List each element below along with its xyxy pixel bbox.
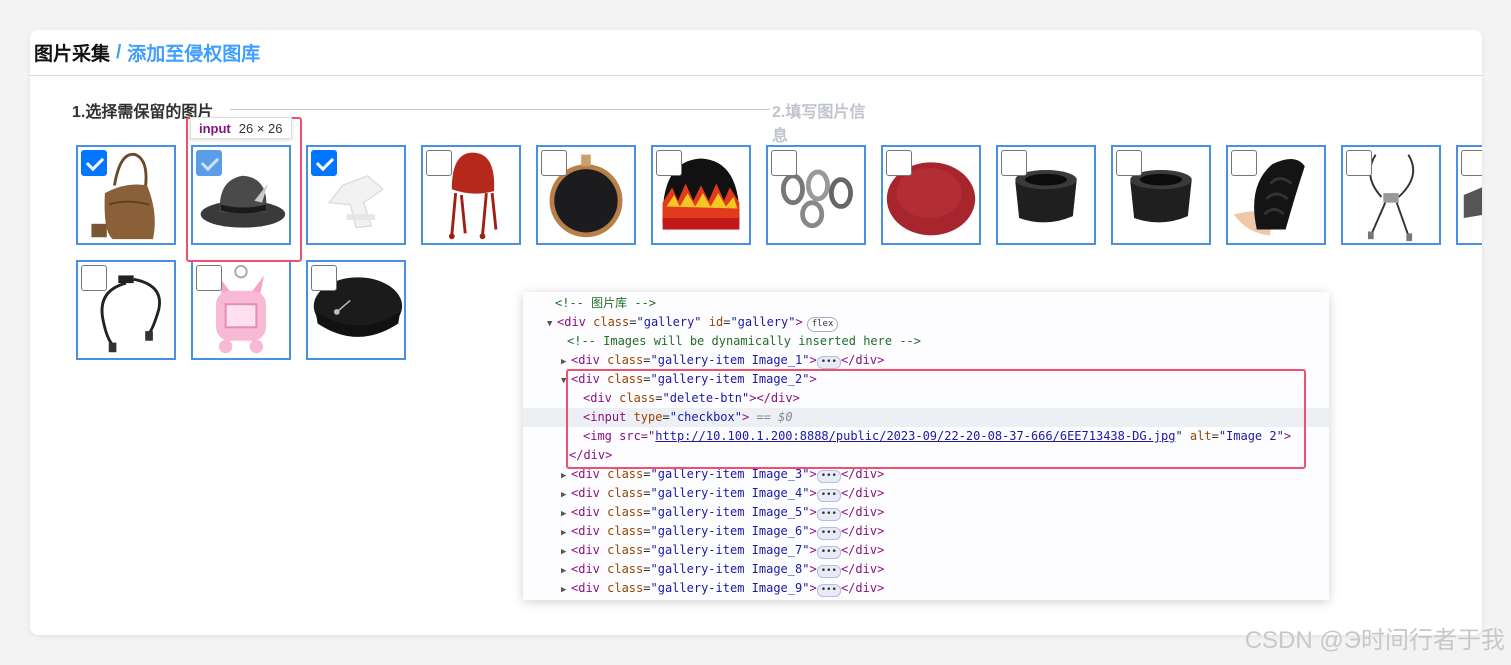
dom-tree-node[interactable]: ▼<div class="gallery" id="gallery">flex (523, 313, 1329, 332)
gallery-item[interactable] (766, 145, 866, 245)
bag-icon (78, 147, 174, 243)
flame-beanie-icon (653, 147, 749, 243)
step-1-label: 1.选择需保留的图片 (72, 104, 214, 121)
dom-tree-node[interactable]: </div> (569, 448, 613, 462)
collapsed-ellipsis-icon[interactable]: ••• (816, 356, 841, 369)
embroidery-hoop-icon (538, 147, 634, 243)
gallery-item[interactable] (1341, 145, 1441, 245)
expand-right-icon[interactable]: ▶ (561, 585, 567, 595)
flex-badge[interactable]: flex (806, 317, 839, 332)
breadcrumb-separator: / (116, 41, 122, 63)
gallery-item[interactable] (536, 145, 636, 245)
inspect-tooltip: input 26 × 26 (190, 117, 292, 139)
collapsed-ellipsis-icon[interactable]: ••• (816, 584, 841, 597)
item-checkbox[interactable] (771, 150, 797, 176)
rubber-sleeve-icon (998, 147, 1094, 243)
gallery-item[interactable] (881, 145, 981, 245)
step-indicator: 1.选择需保留的图片 2.填写图片信息 (72, 98, 872, 145)
dom-tree-node[interactable]: <input type="checkbox"> == $0 (523, 408, 1329, 427)
keychain-icon (193, 262, 289, 358)
white-stand-icon (308, 147, 404, 243)
item-checkbox[interactable] (81, 265, 107, 291)
expand-right-icon[interactable]: ▶ (561, 528, 567, 538)
item-checkbox[interactable] (1001, 150, 1027, 176)
gallery-item[interactable] (191, 145, 291, 245)
dom-tree-node[interactable]: ▶<div class="gallery-item Image_5">•••</… (523, 503, 1329, 522)
dom-tree-node[interactable]: <img src="http://10.100.1.200:8888/publi… (583, 429, 1292, 443)
knit-hat-icon (423, 147, 519, 243)
breadcrumb-root[interactable]: 图片采集 (34, 44, 111, 65)
breadcrumb-current: 添加至侵权图库 (127, 44, 261, 65)
item-checkbox[interactable] (311, 265, 337, 291)
step-2-label: 2.填写图片信息 (772, 104, 866, 145)
collapsed-ellipsis-icon[interactable]: ••• (816, 508, 841, 521)
dom-tree-node[interactable]: ▼<div class="gallery-item Image_2"> (523, 370, 1329, 389)
collapsed-ellipsis-icon[interactable]: ••• (816, 565, 841, 578)
dom-tree-node[interactable]: ▶<div class="gallery-item Image_3">•••</… (523, 465, 1329, 484)
item-checkbox[interactable] (1116, 150, 1142, 176)
item-checkbox[interactable] (311, 150, 337, 176)
item-checkbox[interactable] (426, 150, 452, 176)
expand-right-icon[interactable]: ▶ (561, 509, 567, 519)
gallery-item[interactable] (76, 260, 176, 360)
expand-right-icon[interactable]: ▶ (561, 490, 567, 500)
expand-right-icon[interactable]: ▶ (561, 547, 567, 557)
expand-right-icon[interactable]: ▶ (561, 566, 567, 576)
collapsed-ellipsis-icon[interactable]: ••• (816, 489, 841, 502)
item-checkbox[interactable] (1231, 150, 1257, 176)
tooltip-tag: input (199, 120, 231, 136)
watermark: CSDN @Э时间行者于我 (1244, 627, 1505, 654)
collapsed-ellipsis-icon[interactable]: ••• (816, 546, 841, 559)
partial-item-icon (1458, 147, 1482, 243)
tooltip-size: 26 × 26 (238, 120, 283, 136)
dom-tree-node[interactable]: ▶<div class="gallery-item Image_1">•••</… (523, 351, 1329, 370)
item-checkbox[interactable] (656, 150, 682, 176)
cable-icon (78, 262, 174, 358)
gallery-item[interactable] (306, 260, 406, 360)
item-checkbox[interactable] (886, 150, 912, 176)
collapsed-ellipsis-icon[interactable]: ••• (816, 470, 841, 483)
devtools-elements-panel: <!-- 图片库 --> ▼<div class="gallery" id="ga… (523, 292, 1329, 600)
rubber-sleeve-icon (1113, 147, 1209, 243)
dom-tree-node[interactable]: ▶<div class="gallery-item Image_9">•••</… (523, 579, 1329, 598)
gallery-item[interactable] (421, 145, 521, 245)
step-connector (230, 109, 770, 110)
gallery-item[interactable] (651, 145, 751, 245)
dom-tree-node[interactable]: <!-- 图片库 --> (555, 296, 657, 310)
item-checkbox[interactable] (541, 150, 567, 176)
gallery-item[interactable] (1111, 145, 1211, 245)
collapsed-ellipsis-icon[interactable]: ••• (816, 527, 841, 540)
item-checkbox[interactable] (1461, 150, 1482, 176)
dom-tree-node[interactable]: ▶<div class="gallery-item Image_6">•••</… (523, 522, 1329, 541)
item-checkbox[interactable] (196, 265, 222, 291)
item-checkbox[interactable] (1346, 150, 1372, 176)
gallery-item[interactable] (1226, 145, 1326, 245)
braid-headband-icon (1228, 147, 1324, 243)
gallery-item[interactable] (306, 145, 406, 245)
dom-tree-node[interactable]: <div class="delete-btn"></div> (583, 391, 800, 405)
gallery-item[interactable] (191, 260, 291, 360)
expand-down-icon[interactable]: ▼ (561, 376, 567, 386)
gallery-item[interactable] (996, 145, 1096, 245)
beret-icon (883, 147, 979, 243)
item-checkbox[interactable] (81, 150, 107, 176)
expand-down-icon[interactable]: ▼ (547, 319, 553, 329)
expand-right-icon[interactable]: ▶ (561, 357, 567, 367)
bolo-tie-icon (1343, 147, 1439, 243)
black-beret-icon (308, 262, 404, 358)
dom-tree-node[interactable]: ▶<div class="gallery-item Image_8">•••</… (523, 560, 1329, 579)
fedora-hat-icon (193, 147, 289, 243)
dom-tree-node[interactable]: ▶<div class="gallery-item Image_4">•••</… (523, 484, 1329, 503)
expand-right-icon[interactable]: ▶ (561, 471, 567, 481)
item-checkbox[interactable] (196, 150, 222, 176)
breadcrumb: 图片采集 / 添加至侵权图库 (30, 30, 1482, 76)
dom-tree-node[interactable]: ▶<div class="gallery-item Image_7">•••</… (523, 541, 1329, 560)
gallery-item[interactable] (76, 145, 176, 245)
dom-tree-node[interactable]: <!-- Images will be dynamically inserted… (567, 334, 922, 348)
gallery-item[interactable] (1456, 145, 1482, 245)
